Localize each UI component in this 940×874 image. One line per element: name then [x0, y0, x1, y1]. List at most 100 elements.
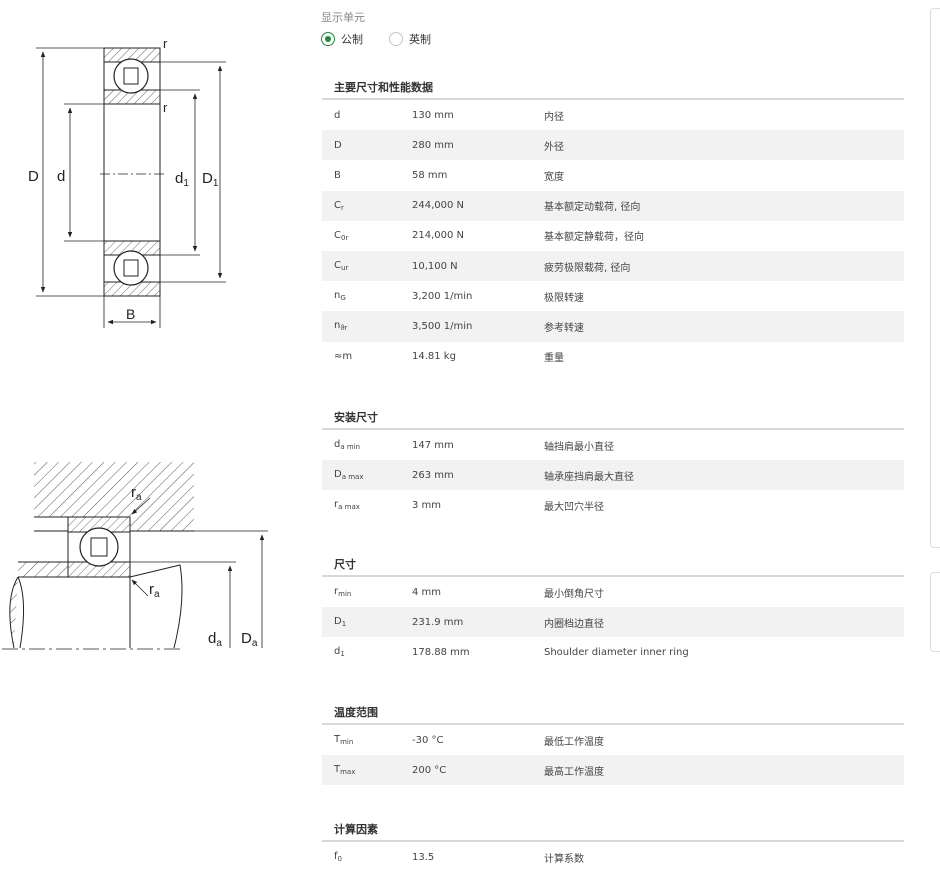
- spec-symbol-main: C: [334, 260, 341, 272]
- spec-symbol: nG: [322, 290, 412, 302]
- spec-row: B 58 mm 宽度: [322, 160, 904, 190]
- spec-symbol-main: T: [334, 734, 341, 746]
- spec-symbol-subscript: ur: [340, 264, 349, 273]
- spec-symbol-main: d: [334, 439, 341, 451]
- spec-description: 最小倒角尺寸: [544, 588, 604, 600]
- spec-value: 13.5: [412, 851, 435, 863]
- spec-value: 4 mm: [412, 586, 442, 598]
- spec-description: 宽度: [544, 171, 564, 183]
- side-panel-edge-2: [930, 572, 940, 652]
- label-d1: d1: [175, 170, 189, 189]
- section-title: 尺寸: [322, 549, 904, 577]
- spec-description: 内径: [544, 111, 564, 123]
- spec-symbol-subscript: 1: [341, 620, 347, 629]
- spec-symbol: ra max: [322, 499, 412, 511]
- spec-description: Shoulder diameter inner ring: [544, 646, 689, 658]
- radio-metric[interactable]: 公制: [321, 31, 363, 47]
- label-ra-bottom: ra: [149, 581, 160, 600]
- spec-symbol-subscript: 0: [337, 855, 342, 864]
- spec-value: 3,500 1/min: [412, 320, 473, 332]
- spec-symbol-subscript: 0r: [340, 233, 349, 242]
- spec-symbol-main: n: [334, 320, 341, 332]
- spec-symbol-main: d: [334, 109, 341, 121]
- spec-symbol-main: B: [334, 169, 341, 181]
- unit-selector-title: 显示单元: [321, 11, 365, 24]
- label-D1: D1: [202, 170, 219, 189]
- label-d: d: [57, 168, 65, 185]
- label-Da: Da: [241, 630, 258, 649]
- spec-value: 263 mm: [412, 469, 454, 481]
- label-D: D: [28, 168, 39, 185]
- spec-symbol-main: C: [334, 229, 341, 241]
- spec-symbol: d1: [322, 646, 412, 658]
- spec-symbol-main: C: [334, 199, 341, 211]
- spec-symbol-main: f: [334, 851, 338, 863]
- spec-symbol: rmin: [322, 586, 412, 598]
- spec-description: 极限转速: [544, 292, 584, 304]
- label-r-mid: r: [163, 100, 168, 115]
- outer-diameter-dimension: [36, 47, 226, 328]
- spec-symbol-subscript: ϑr: [340, 324, 348, 333]
- spec-symbol-main: d: [334, 646, 341, 658]
- spec-description: 疲劳极限载荷, 径向: [544, 262, 631, 274]
- section-title: 温度范围: [322, 697, 904, 725]
- spec-value: 58 mm: [412, 169, 448, 181]
- spec-value: 200 °C: [412, 764, 447, 776]
- radio-metric-label: 公制: [341, 33, 363, 46]
- spec-symbol-subscript: a max: [341, 473, 364, 482]
- spec-symbol-main: D: [334, 469, 342, 481]
- spec-value: 3,200 1/min: [412, 290, 473, 302]
- spec-symbol: B: [322, 170, 412, 181]
- spec-symbol: Cur: [322, 260, 412, 272]
- spec-symbol-main: n: [334, 290, 341, 302]
- spec-symbol: C0r: [322, 230, 412, 242]
- spec-symbol: da min: [322, 439, 412, 451]
- spec-symbol-subscript: G: [340, 294, 346, 303]
- spec-description: 重量: [544, 353, 564, 365]
- spec-description: 内圈档边直径: [544, 618, 604, 630]
- radio-imperial[interactable]: 英制: [389, 31, 431, 47]
- spec-value: 147 mm: [412, 439, 454, 451]
- spec-value: 10,100 N: [412, 260, 458, 272]
- spec-description: 外径: [544, 141, 564, 153]
- spec-symbol-main: r: [334, 499, 339, 511]
- label-ra-top: ra: [131, 484, 142, 503]
- spec-value: 178.88 mm: [412, 646, 470, 658]
- spec-symbol: d: [322, 110, 412, 121]
- spec-value: -30 °C: [412, 734, 444, 746]
- section-title: 计算因素: [322, 814, 904, 842]
- section-title: 主要尺寸和性能数据: [322, 72, 904, 100]
- side-panel-edge: [930, 8, 940, 548]
- spec-symbol: nϑr: [322, 320, 412, 332]
- spec-symbol: Tmin: [322, 734, 412, 746]
- spec-symbol: D1: [322, 616, 412, 628]
- spec-symbol: D: [322, 140, 412, 151]
- spec-value: 231.9 mm: [412, 616, 464, 628]
- bearing-cross-section: [100, 47, 165, 297]
- spec-symbol-subscript: min: [340, 738, 354, 747]
- spec-description: 最大凹穴半径: [544, 501, 604, 513]
- label-r-top: r: [163, 36, 168, 51]
- spec-value: 280 mm: [412, 139, 454, 151]
- spec-symbol-main: r: [334, 586, 339, 598]
- spec-symbol-subscript: a min: [340, 443, 361, 452]
- radio-imperial-label: 英制: [409, 33, 431, 46]
- spec-symbol-subscript: a max: [338, 503, 360, 512]
- radio-metric-indicator[interactable]: [321, 32, 335, 46]
- radio-imperial-indicator[interactable]: [389, 32, 403, 46]
